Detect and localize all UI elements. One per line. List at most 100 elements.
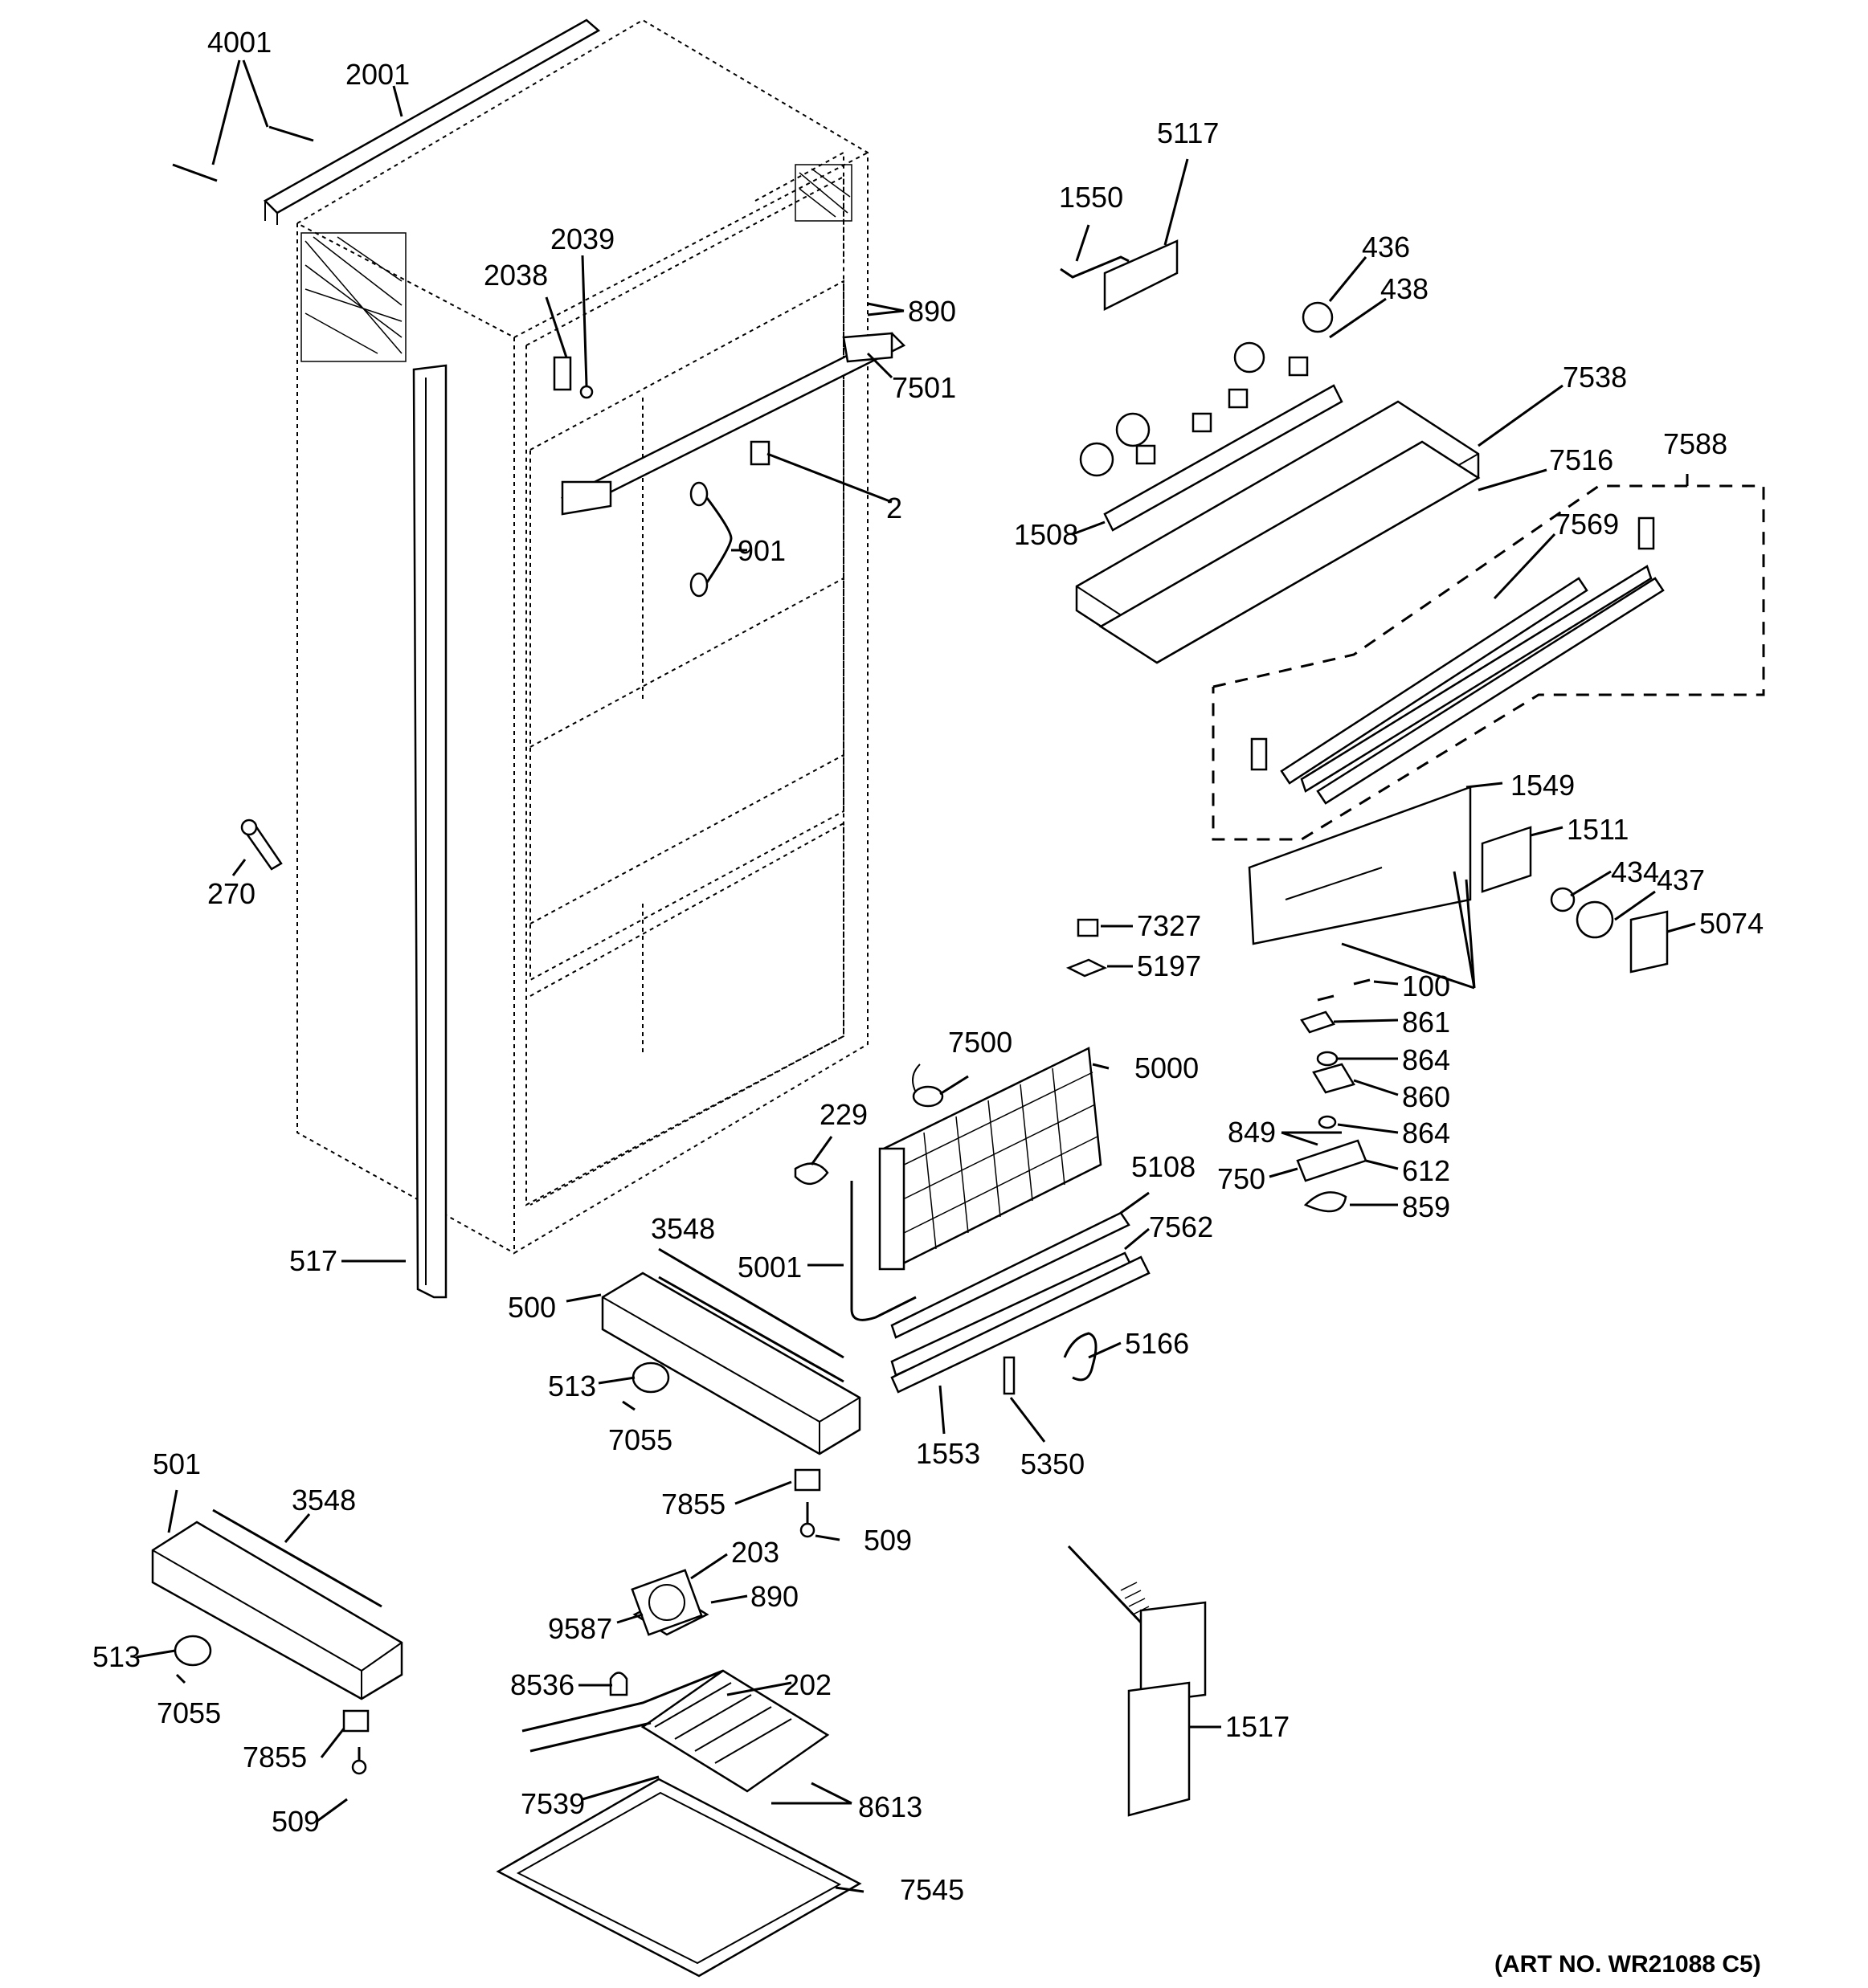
bulb-part (1079, 301, 1334, 477)
label-509: 509 (272, 1805, 320, 1838)
end-cap-part (1250, 737, 1268, 771)
socket-bracket-part (1103, 384, 1343, 532)
label-517: 517 (289, 1244, 337, 1277)
pin-part (1003, 1356, 1016, 1395)
label-1550: 1550 (1059, 181, 1123, 214)
label-437: 437 (1657, 863, 1705, 896)
rail-part (890, 1255, 1151, 1394)
fan-motor-assembly-part (1296, 1010, 1367, 1213)
socket-part (1135, 356, 1309, 465)
label-202: 202 (783, 1668, 832, 1701)
label-513: 513 (548, 1370, 596, 1402)
bracket-assembly-part (1067, 1545, 1207, 1817)
label-7500: 7500 (948, 1026, 1012, 1059)
control-panel-group (1212, 484, 1765, 841)
control-panel-part (1316, 577, 1665, 805)
label-8536: 8536 (510, 1668, 574, 1701)
label-864: 864 (1402, 1116, 1450, 1149)
label-1511: 1511 (1567, 813, 1629, 846)
label-7327: 7327 (1137, 909, 1201, 942)
label-7539: 7539 (521, 1787, 585, 1820)
label-7538: 7538 (1563, 361, 1627, 394)
clip-part (794, 1162, 829, 1185)
lens-part (1629, 910, 1669, 974)
label-859: 859 (1402, 1190, 1450, 1223)
end-cap-part (1637, 516, 1655, 550)
label-5350: 5350 (1020, 1447, 1085, 1480)
machine-compartment-part (601, 1272, 861, 1455)
socket-part (1550, 887, 1576, 912)
label-7055: 7055 (157, 1696, 221, 1729)
label-500: 500 (508, 1291, 556, 1324)
label-1517: 1517 (1225, 1710, 1290, 1743)
clip-part (750, 440, 770, 466)
duct-cover-part (1060, 255, 1130, 279)
cross-bar-part (560, 332, 906, 516)
label-849: 849 (1228, 1116, 1276, 1149)
label-4001: 4001 (207, 26, 272, 59)
label-890: 890 (908, 295, 956, 328)
control-bar-part (1300, 565, 1653, 793)
label-5074: 5074 (1699, 907, 1764, 940)
label-501: 501 (153, 1447, 201, 1480)
label-438: 438 (1380, 272, 1429, 305)
art-number: (ART NO. WR21088 C5) (1494, 1951, 1761, 1978)
label-509: 509 (864, 1524, 912, 1557)
label-5108: 5108 (1131, 1150, 1196, 1183)
label-7855: 7855 (661, 1488, 726, 1521)
part-labels: 4001 2001 2038 2039 890 7501 2 901 270 5… (92, 26, 1764, 1906)
drain-part (609, 1672, 628, 1696)
top-bracket-part (263, 18, 601, 225)
label-7855: 7855 (243, 1741, 307, 1774)
label-203: 203 (731, 1536, 779, 1569)
label-7588: 7588 (1663, 427, 1727, 460)
label-513: 513 (92, 1640, 141, 1673)
label-2038: 2038 (484, 259, 548, 292)
leader-lines (136, 59, 1696, 1893)
label-3548: 3548 (292, 1484, 356, 1517)
label-100: 100 (1402, 970, 1450, 1002)
label-5117: 5117 (1157, 116, 1219, 149)
label-7545: 7545 (900, 1873, 964, 1906)
bracket-part (342, 1709, 370, 1733)
label-436: 436 (1362, 231, 1410, 263)
label-750: 750 (1217, 1162, 1265, 1195)
label-860: 860 (1402, 1080, 1450, 1113)
machine-compartment-part (151, 1508, 403, 1700)
drain-pan-part (496, 1778, 862, 1978)
heater-part (912, 1063, 944, 1108)
relay-part (632, 1361, 670, 1394)
fan-part (631, 1569, 709, 1636)
label-861: 861 (1402, 1006, 1450, 1039)
side-trim-part (412, 364, 448, 1299)
label-5001: 5001 (738, 1251, 802, 1284)
label-2001: 2001 (345, 58, 410, 91)
label-7569: 7569 (1555, 508, 1619, 541)
foot-part (799, 1522, 815, 1538)
control-bar-part (1280, 577, 1588, 785)
cabinet-case (296, 18, 869, 1255)
plug-part (689, 481, 709, 507)
screw-part (579, 385, 594, 399)
bulb-part (1576, 900, 1614, 939)
label-270: 270 (207, 877, 255, 910)
label-864: 864 (1402, 1043, 1450, 1076)
label-7055: 7055 (608, 1423, 672, 1456)
label-7562: 7562 (1149, 1210, 1213, 1243)
clip-part (1065, 958, 1108, 978)
plug-part (689, 572, 709, 598)
label-5197: 5197 (1137, 949, 1201, 982)
label-434: 434 (1611, 855, 1659, 888)
bracket-part (553, 356, 572, 391)
label-7501: 7501 (892, 371, 956, 404)
label-1549: 1549 (1510, 769, 1575, 802)
light-housing-part (1075, 400, 1481, 664)
screw-parts (172, 125, 314, 182)
relay-part (174, 1635, 212, 1667)
clip-part (1063, 1332, 1098, 1382)
evaporator-part (850, 1047, 1102, 1321)
clip-part (1077, 918, 1099, 937)
label-1508: 1508 (1014, 518, 1078, 551)
condenser-tray-part (521, 1669, 830, 1793)
